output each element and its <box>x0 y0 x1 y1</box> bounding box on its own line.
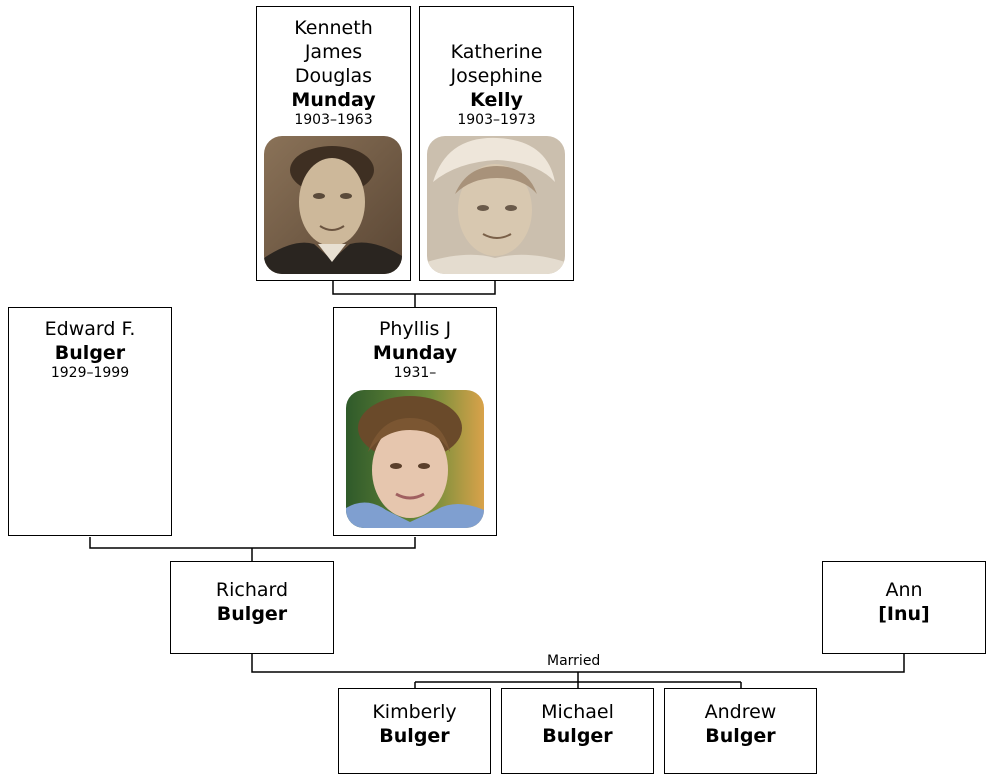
given-name: Ann <box>885 579 923 601</box>
person-card-kimberly[interactable]: Kimberly Bulger <box>338 688 491 774</box>
person-card-kenneth[interactable]: Kenneth James Douglas Munday 1903–1963 <box>256 6 411 281</box>
surname: [Inu] <box>878 603 930 625</box>
marriage-label: Married <box>545 653 603 669</box>
surname: Munday <box>291 89 376 111</box>
given-name: Phyllis J <box>378 318 452 340</box>
surname: Bulger <box>54 342 126 364</box>
given-name: Katherine Josephine <box>450 41 543 87</box>
portrait-photo <box>427 136 565 274</box>
surname: Bulger <box>542 725 613 747</box>
portrait-photo <box>346 390 484 528</box>
life-dates: 1903–1973 <box>457 112 536 128</box>
surname: Kelly <box>470 89 523 111</box>
given-name: Edward F. <box>44 318 136 340</box>
given-name: Richard <box>215 579 289 601</box>
parents-connector-munday <box>332 279 496 307</box>
parents-connector-bulger <box>89 537 416 561</box>
person-card-andrew[interactable]: Andrew Bulger <box>664 688 817 774</box>
person-card-richard[interactable]: Richard Bulger <box>170 561 334 654</box>
given-name: Kimberly <box>372 701 457 723</box>
surname: Bulger <box>216 603 288 625</box>
life-dates: 1929–1999 <box>50 365 130 381</box>
surname: Bulger <box>379 725 450 747</box>
person-card-edward[interactable]: Edward F. Bulger 1929–1999 <box>8 307 172 536</box>
surname: Bulger <box>705 725 776 747</box>
person-card-ann[interactable]: Ann [Inu] <box>822 561 986 654</box>
person-card-phyllis[interactable]: Phyllis J Munday 1931– <box>333 307 497 536</box>
children-connector <box>414 672 742 688</box>
person-card-michael[interactable]: Michael Bulger <box>501 688 654 774</box>
given-name: Michael <box>541 701 614 723</box>
person-card-katherine[interactable]: Katherine Josephine Kelly 1903–1973 <box>419 6 574 281</box>
given-name: Andrew <box>704 701 777 723</box>
life-dates: 1931– <box>393 365 437 381</box>
given-name: Kenneth James Douglas <box>294 17 373 87</box>
portrait-photo <box>264 136 402 274</box>
surname: Munday <box>372 342 458 364</box>
life-dates: 1903–1963 <box>294 112 373 128</box>
